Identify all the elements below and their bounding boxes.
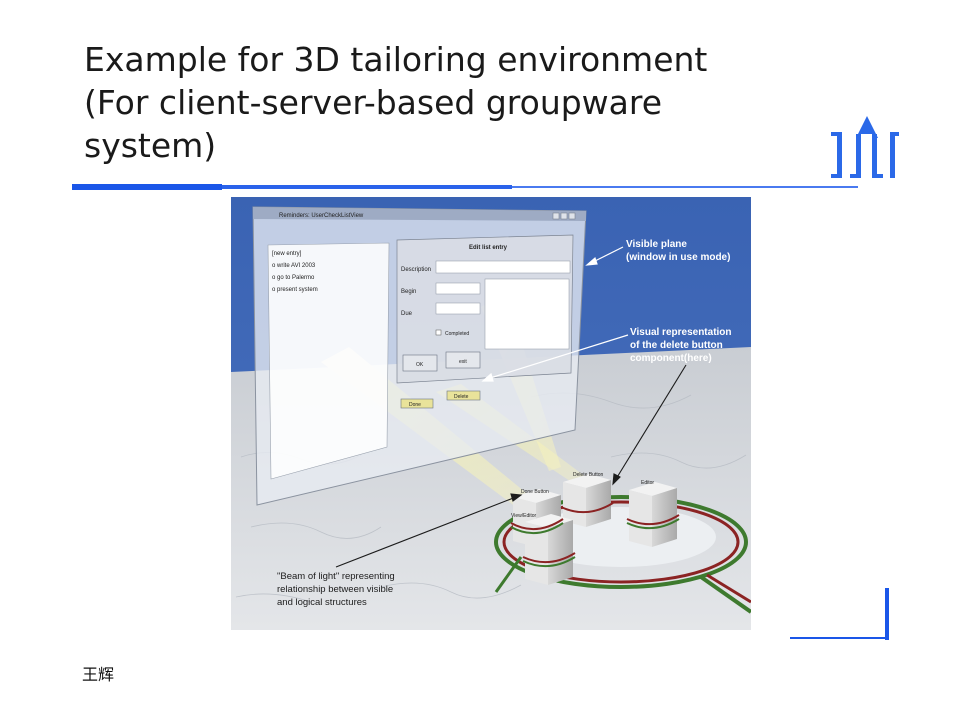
- annotation-beam-2: relationship between visible: [277, 584, 393, 595]
- annotation-beam-3: and logical structures: [277, 597, 367, 608]
- exit-button-label: exit: [459, 359, 467, 365]
- delete-button-label: Delete: [454, 394, 469, 400]
- slide-author: 王辉: [82, 665, 115, 684]
- slide-title: Example for 3D tailoring environment (Fo…: [84, 38, 804, 167]
- component-label-editor: Editor: [641, 480, 654, 486]
- field-label-description: Description: [401, 267, 431, 273]
- list-item-3: o go to Palermo: [272, 275, 315, 281]
- checkbox-label: Completed: [445, 331, 469, 337]
- annotation-visual-rep-2: of the delete button: [630, 340, 723, 351]
- tailoring-environment-figure: Reminders: UserCheckListView [new entry]…: [231, 197, 751, 630]
- title-underline-thin: [512, 186, 858, 188]
- done-button-label: Done: [409, 402, 421, 408]
- ok-button-label: OK: [416, 362, 424, 368]
- annotation-visible-plane-2: (window in use mode): [626, 252, 730, 263]
- component-label-delete: Delete Button: [573, 472, 604, 478]
- title-underline-mid: [222, 185, 512, 189]
- list-item-1: [new entry]: [272, 251, 302, 257]
- title-line-1: Example for 3D tailoring environment: [84, 40, 708, 79]
- annotation-visual-rep-3: component(here): [630, 353, 712, 364]
- field-label-begin: Begin: [401, 289, 416, 295]
- annotation-visual-rep-1: Visual representation: [630, 327, 732, 338]
- component-box-editor: Editor: [629, 480, 677, 547]
- corner-rule-vertical: [885, 588, 889, 640]
- title-line-3: system): [84, 126, 217, 165]
- annotation-beam-1: "Beam of light" representing: [277, 571, 395, 582]
- component-box-delete: Delete Button: [563, 472, 611, 527]
- list-item-4: o present system: [272, 287, 318, 293]
- list-item-2: o write AVI 2003: [272, 263, 316, 269]
- field-label-due: Due: [401, 311, 413, 317]
- annotation-visible-plane-1: Visible plane: [626, 239, 687, 250]
- up-arrow-logo-icon: [831, 116, 899, 178]
- corner-rule-horizontal: [790, 637, 889, 639]
- logical-structure: Done Button Delete Button Editor View/Ed…: [494, 472, 751, 614]
- dialog-title: Edit list entry: [469, 245, 508, 251]
- title-line-2: (For client-server-based groupware: [84, 83, 663, 122]
- window-title: Reminders: UserCheckListView: [279, 213, 364, 219]
- visible-plane-window: Reminders: UserCheckListView [new entry]…: [252, 206, 587, 506]
- component-label-done: Done Button: [521, 489, 549, 495]
- title-underline-thick: [72, 184, 222, 190]
- component-box-view-editor: View/Editor: [511, 513, 573, 585]
- component-label-view-editor: View/Editor: [511, 513, 537, 519]
